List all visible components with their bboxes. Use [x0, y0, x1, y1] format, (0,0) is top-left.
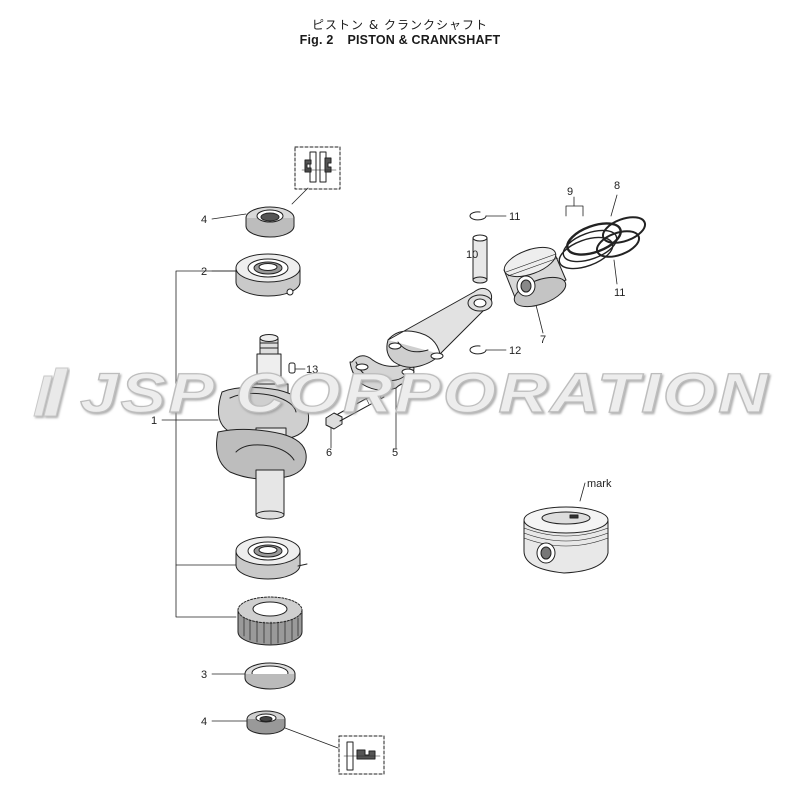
callout-12-lower: 12: [509, 345, 521, 357]
crankshaft: [216, 334, 310, 520]
callout-12-upper: 11: [509, 211, 520, 223]
figure-title: Fig. 2 PISTON & CRANKSHAFT: [0, 33, 800, 47]
oil-seal-upper: [245, 206, 295, 238]
callout-11: 10: [466, 249, 478, 261]
washer: [244, 662, 296, 690]
callout-1: 1: [151, 415, 157, 427]
title-japanese: ピストン & クランクシャフト: [312, 18, 488, 32]
callout-9: 11: [614, 287, 625, 299]
callout-3: 3: [201, 669, 207, 681]
oil-seal-lower: [246, 710, 286, 735]
piston-rings: [558, 216, 647, 270]
circlip-upper: [469, 211, 487, 221]
callout-2: 2: [201, 266, 207, 278]
callout-8: 8: [614, 180, 620, 192]
callout-labels: 4 2 1 3 4 13 6 5 7 10 11 12 9 8 11 mark: [151, 180, 625, 728]
callout-10: 9: [567, 186, 573, 198]
seal-detail-inset-lower: [338, 735, 385, 775]
callout-7: 7: [540, 334, 546, 346]
rod-cap: [349, 355, 415, 391]
connecting-rod: [386, 287, 493, 368]
callout-4-lower: 4: [201, 716, 207, 728]
piston-pin: [472, 234, 488, 284]
piston: [503, 246, 567, 308]
rod-bolt: [325, 389, 385, 430]
callout-5: 5: [392, 447, 398, 459]
seal-detail-inset-upper: [294, 146, 341, 190]
figure-name: PISTON & CRANKSHAFT: [347, 33, 501, 47]
circlip-lower: [469, 345, 487, 355]
piston-mark-label: mark: [587, 478, 612, 490]
upper-bearing: [235, 253, 301, 297]
piston-mark-view: [523, 506, 609, 574]
callout-13: 13: [306, 364, 318, 376]
callout-6: 6: [326, 447, 332, 459]
figure-number: Fig. 2: [299, 33, 334, 47]
crank-gear: [237, 596, 303, 646]
lower-bearing: [235, 536, 308, 580]
callout-4-upper: 4: [201, 214, 207, 226]
